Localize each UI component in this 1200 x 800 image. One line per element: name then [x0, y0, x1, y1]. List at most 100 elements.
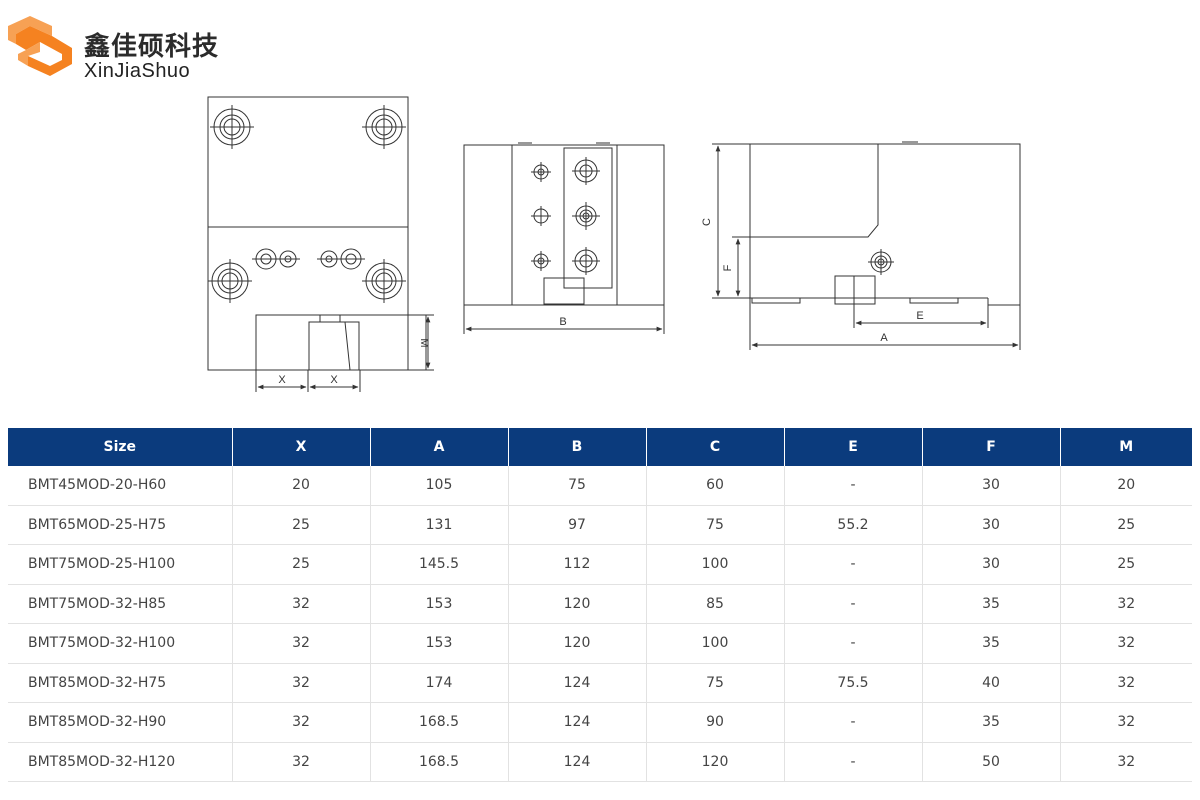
hole-icon: [531, 206, 551, 226]
table-cell: 90: [646, 702, 785, 743]
spec-table: Size X A B C E F M BMT45MOD-20-H60 20 105 7…: [8, 428, 1192, 782]
table-cell: 55.2: [784, 505, 923, 545]
table-cell: 100: [646, 623, 785, 664]
table-cell: 153: [370, 623, 509, 664]
table-cell: 30: [922, 466, 1061, 506]
table-cell: 168.5: [370, 742, 509, 782]
table-cell: -: [784, 623, 923, 664]
hole-icon: [868, 249, 894, 275]
table-cell: 32: [232, 623, 371, 664]
column-header-a: A: [370, 428, 509, 466]
profile-dim-f-label: F: [722, 264, 734, 271]
hole-icon: [572, 247, 600, 275]
table-cell: 32: [232, 663, 371, 703]
table-cell: 124: [508, 663, 647, 703]
hole-icon: [531, 251, 551, 271]
table-cell: 153: [370, 584, 509, 624]
table-cell: 40: [922, 663, 1061, 703]
table-cell: 35: [922, 702, 1061, 743]
table-cell: 32: [1060, 663, 1192, 703]
table-cell: 35: [922, 584, 1061, 624]
table-cell: -: [784, 544, 923, 585]
hole-icon: [572, 157, 600, 185]
table-cell: BMT75MOD-32-H100: [8, 623, 233, 664]
brand-logo: 鑫佳硕科技 XinJiaShuo: [8, 14, 268, 84]
hole-icon: [572, 202, 600, 230]
table-cell: 32: [1060, 742, 1192, 782]
side-dim-b-label: B: [559, 316, 566, 328]
table-cell: 100: [646, 544, 785, 585]
bolt-hole-icon: [362, 105, 406, 149]
table-cell: BMT75MOD-32-H85: [8, 584, 233, 624]
column-header-f: F: [922, 428, 1061, 466]
table-cell: 32: [232, 702, 371, 743]
table-cell: -: [784, 466, 923, 506]
column-header-c: C: [646, 428, 785, 466]
column-header-e: E: [784, 428, 923, 466]
bolt-hole-icon: [208, 259, 252, 303]
table-cell: -: [784, 584, 923, 624]
table-cell: 174: [370, 663, 509, 703]
table-cell: 25: [232, 544, 371, 585]
table-cell: 25: [1060, 544, 1192, 585]
technical-drawings: X X M B: [207, 96, 1021, 392]
bolt-hole-icon: [362, 259, 406, 303]
table-cell: 32: [232, 584, 371, 624]
table-cell: BMT85MOD-32-H120: [8, 742, 233, 782]
table-cell: 20: [1060, 466, 1192, 506]
table-cell: 75: [646, 505, 785, 545]
column-header-x: X: [232, 428, 371, 466]
brand-name-cn: 鑫佳硕科技: [84, 32, 220, 62]
profile-dim-e-label: E: [916, 310, 923, 322]
table-cell: 75: [646, 663, 785, 703]
table-cell: -: [784, 742, 923, 782]
bolt-hole-icon: [210, 105, 254, 149]
profile-dim-a-label: A: [880, 332, 888, 344]
front-dim-x1-label: X: [278, 374, 286, 386]
table-cell: 120: [646, 742, 785, 782]
table-cell: 60: [646, 466, 785, 506]
table-cell: 25: [232, 505, 371, 545]
front-view-drawing: [207, 96, 434, 392]
table-cell: BMT65MOD-25-H75: [8, 505, 233, 545]
table-cell: 30: [922, 544, 1061, 585]
table-cell: 35: [922, 623, 1061, 664]
table-cell: 75.5: [784, 663, 923, 703]
brand-name-en: XinJiaShuo: [84, 60, 191, 82]
table-cell: 124: [508, 702, 647, 743]
table-cell: 32: [1060, 584, 1192, 624]
table-cell: 168.5: [370, 702, 509, 743]
table-cell: 120: [508, 584, 647, 624]
table-cell: BMT45MOD-20-H60: [8, 466, 233, 506]
front-dim-x2-label: X: [330, 374, 338, 386]
table-cell: 32: [232, 742, 371, 782]
column-header-b: B: [508, 428, 647, 466]
profile-dim-c-label: C: [701, 218, 713, 226]
table-cell: 105: [370, 466, 509, 506]
pin-pair-icon: [252, 248, 300, 270]
column-header-m: M: [1060, 428, 1192, 466]
column-header-size: Size: [8, 428, 233, 466]
table-cell: 30: [922, 505, 1061, 545]
table-cell: 32: [1060, 623, 1192, 664]
table-cell: -: [784, 702, 923, 743]
logo-mark-icon: [8, 16, 72, 76]
table-cell: BMT85MOD-32-H75: [8, 663, 233, 703]
front-dim-m-label: M: [418, 338, 430, 347]
hole-icon: [531, 162, 551, 182]
table-cell: 112: [508, 544, 647, 585]
table-cell: 50: [922, 742, 1061, 782]
side-view-drawing: [463, 142, 665, 334]
pin-pair-icon: [317, 248, 365, 270]
table-cell: 97: [508, 505, 647, 545]
table-cell: 131: [370, 505, 509, 545]
